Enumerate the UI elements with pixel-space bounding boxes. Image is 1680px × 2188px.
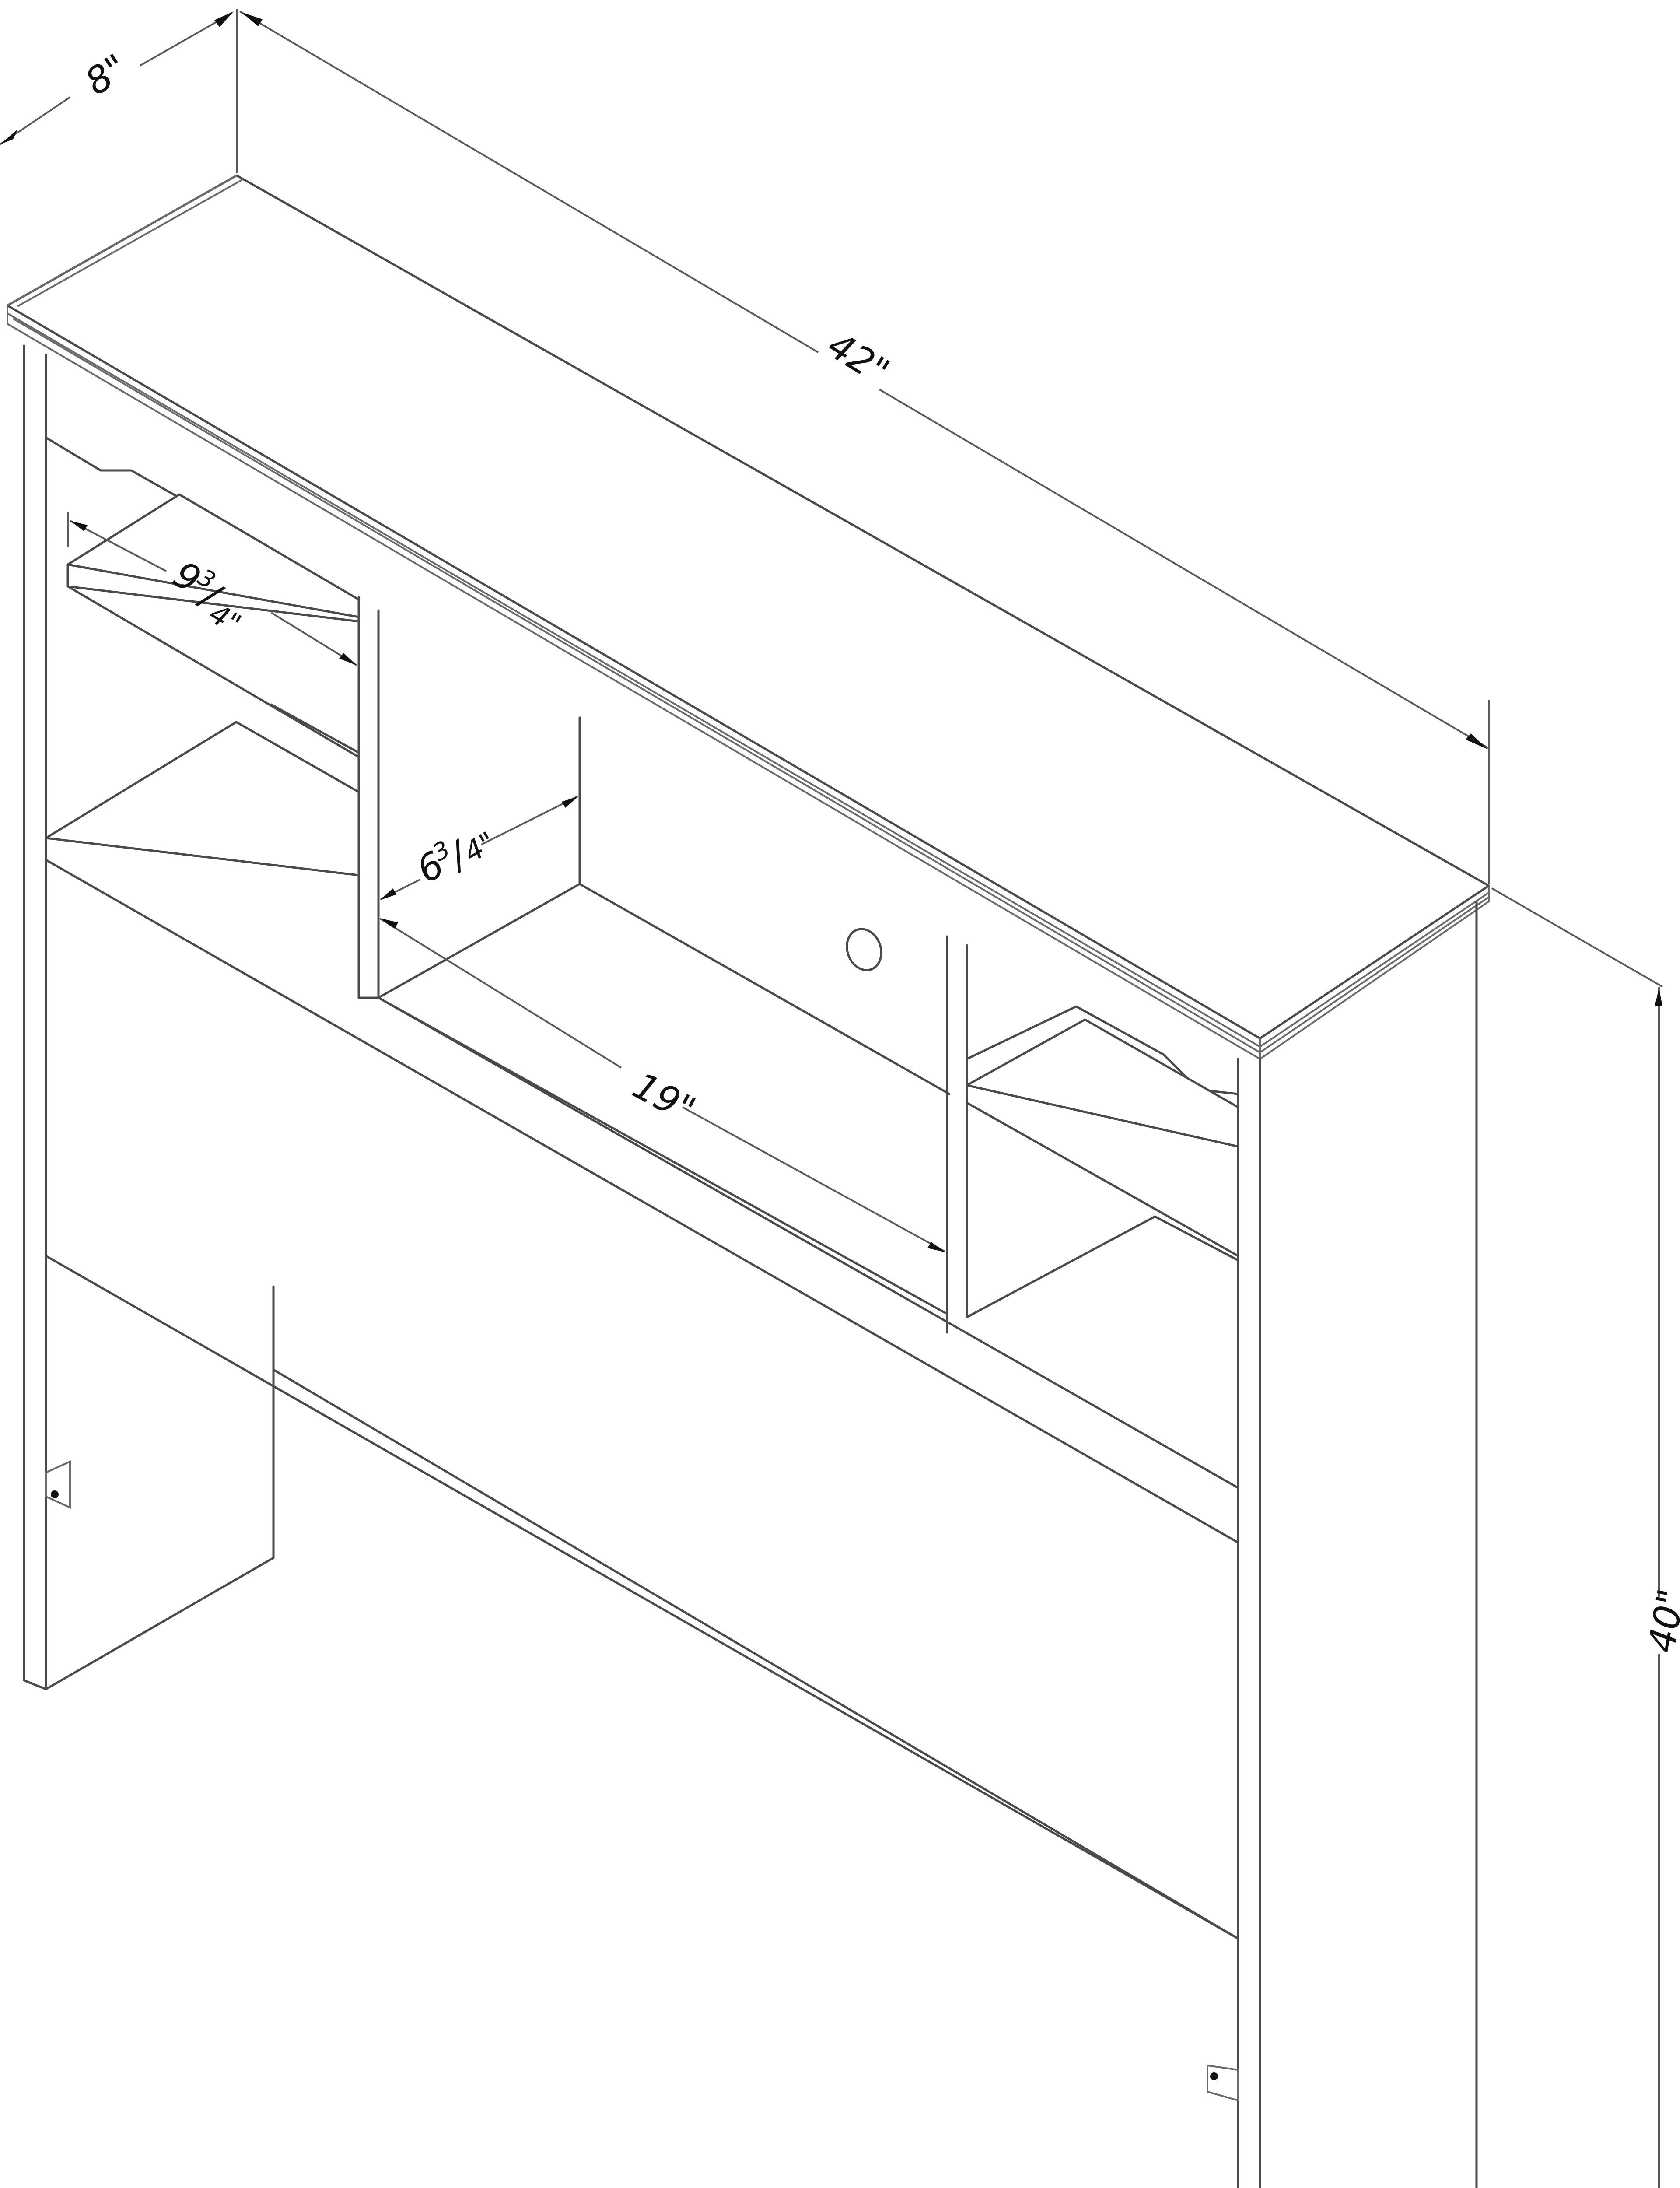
arrow-icon: [1466, 733, 1488, 749]
arrow-icon: [380, 918, 398, 929]
height-dimension: 40": [1491, 887, 1680, 2188]
depth-dimension: 8": [0, 9, 238, 173]
arrow-icon: [380, 888, 396, 900]
arrow-icon: [928, 1242, 946, 1252]
depth-label: 8": [78, 46, 135, 103]
right-upper-compartment: [966, 1005, 1239, 1318]
arrow-icon: [339, 653, 357, 665]
height-label: 40": [1640, 1585, 1680, 1655]
cable-hole-icon: [846, 928, 882, 971]
front-panel: [45, 837, 1239, 1940]
arrow-icon: [214, 11, 234, 27]
center-width-label: 19": [626, 1064, 703, 1132]
center-cubby: [357, 596, 968, 1334]
arrow-icon: [0, 130, 18, 144]
right-side-panel: [1207, 900, 1478, 2188]
left-upper-compartment: [45, 355, 360, 877]
arrow-icon: [242, 12, 262, 26]
arrow-icon: [562, 796, 578, 808]
center-depth-dimension: 6 3 / 4": [380, 796, 578, 900]
bracket-icon: [1207, 2064, 1239, 2102]
bracket-icon: [45, 1460, 71, 1509]
top-panel: [6, 174, 1490, 1060]
arrow-icon: [70, 521, 88, 531]
width-label: 42": [820, 323, 896, 393]
arrow-icon: [1655, 988, 1662, 1006]
